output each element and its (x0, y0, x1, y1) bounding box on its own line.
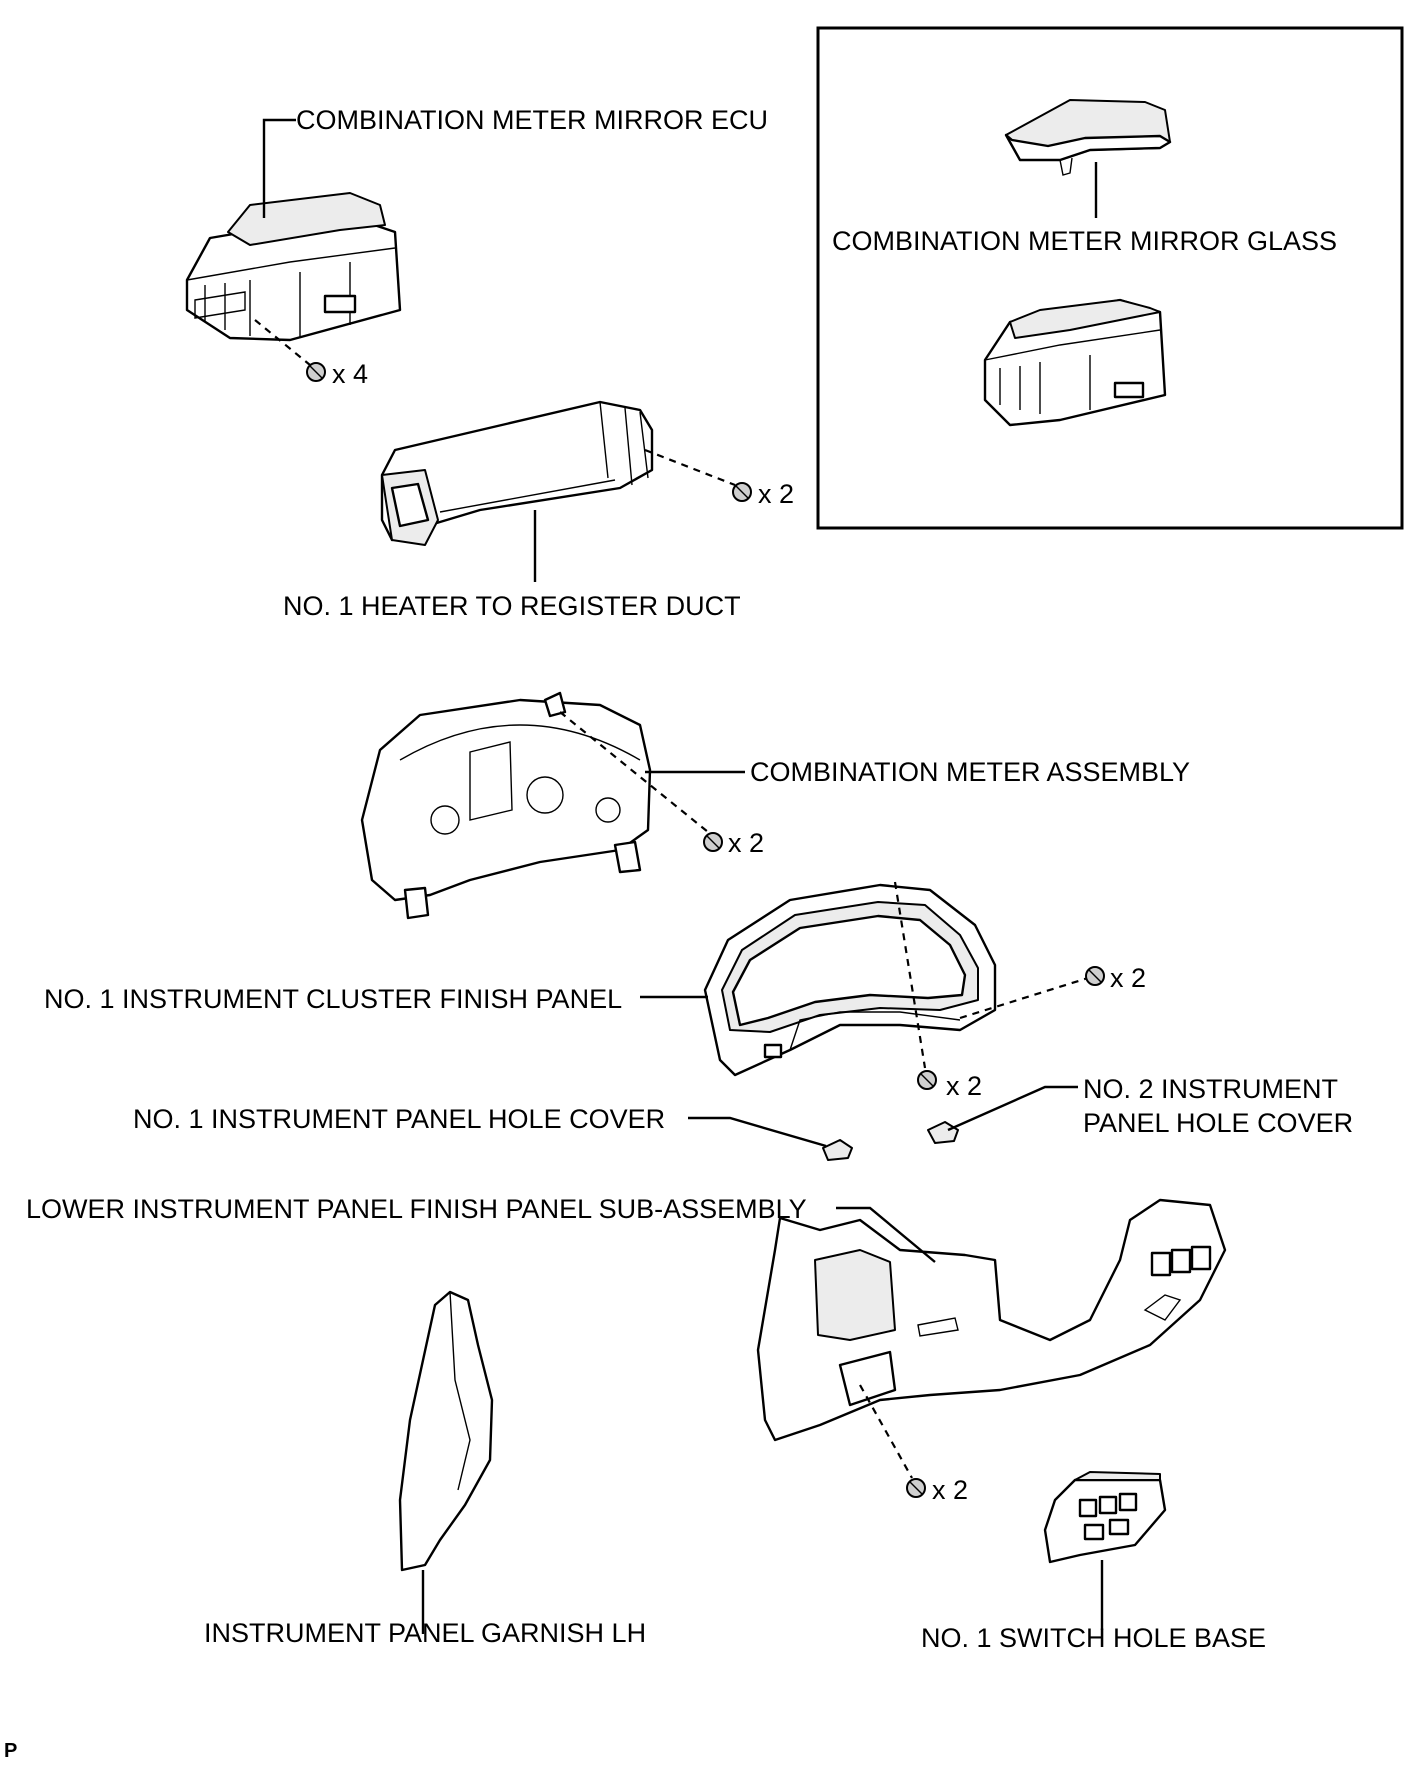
label-switch-hole-base: NO. 1 SWITCH HOLE BASE (921, 1623, 1267, 1653)
panel-screw-icon (1085, 966, 1105, 986)
qty-ecu-screws: x 4 (332, 359, 369, 389)
inset-ecu-part (983, 298, 1167, 427)
qty-duct-screws: x 2 (758, 479, 795, 509)
heater-duct-part (380, 400, 654, 546)
garnish-lh-part (398, 1290, 494, 1572)
qty-lower-panel-screws: x 2 (932, 1475, 969, 1505)
label-heater-duct: NO. 1 HEATER TO REGISTER DUCT (283, 591, 741, 621)
cluster-finish-panel-part (703, 883, 997, 1077)
lower-panel-screw-icon (906, 1478, 926, 1498)
mirror-glass-part (1004, 99, 1172, 176)
label-cluster-finish-panel: NO. 1 INSTRUMENT CLUSTER FINISH PANEL (44, 984, 623, 1014)
label-lower-finish-panel: LOWER INSTRUMENT PANEL FINISH PANEL SUB-… (26, 1194, 807, 1224)
ecu-screw-icon (306, 362, 326, 382)
label-hole-cover-1: NO. 1 INSTRUMENT PANEL HOLE COVER (133, 1104, 666, 1134)
hole-cover-2-part (927, 1121, 959, 1144)
label-meter-assembly: COMBINATION METER ASSEMBLY (750, 757, 1191, 787)
qty-panel-screws-right: x 2 (1110, 963, 1147, 993)
qty-panel-screws-lower: x 2 (946, 1071, 983, 1101)
label-hole-cover-2-line2: PANEL HOLE COVER (1083, 1108, 1354, 1138)
hole-cover-1-part (822, 1139, 853, 1161)
lower-finish-panel-part (756, 1198, 1227, 1442)
label-garnish-lh: INSTRUMENT PANEL GARNISH LH (204, 1618, 647, 1648)
mirror-ecu-part (185, 192, 402, 342)
meter-screw-icon (703, 832, 723, 852)
label-hole-cover-2-line1: NO. 2 INSTRUMENT (1083, 1074, 1339, 1104)
inset-frame (816, 26, 1404, 530)
switch-hole-base-part (1043, 1471, 1167, 1564)
label-mirror-glass: COMBINATION METER MIRROR GLASS (832, 226, 1338, 256)
meter-assembly-part (360, 691, 652, 920)
corner-mark: P (4, 1740, 18, 1762)
label-mirror-ecu: COMBINATION METER MIRROR ECU (296, 105, 768, 135)
panel-clip-icon (917, 1070, 937, 1090)
duct-screw-icon (732, 482, 752, 502)
qty-meter-screws: x 2 (728, 828, 765, 858)
